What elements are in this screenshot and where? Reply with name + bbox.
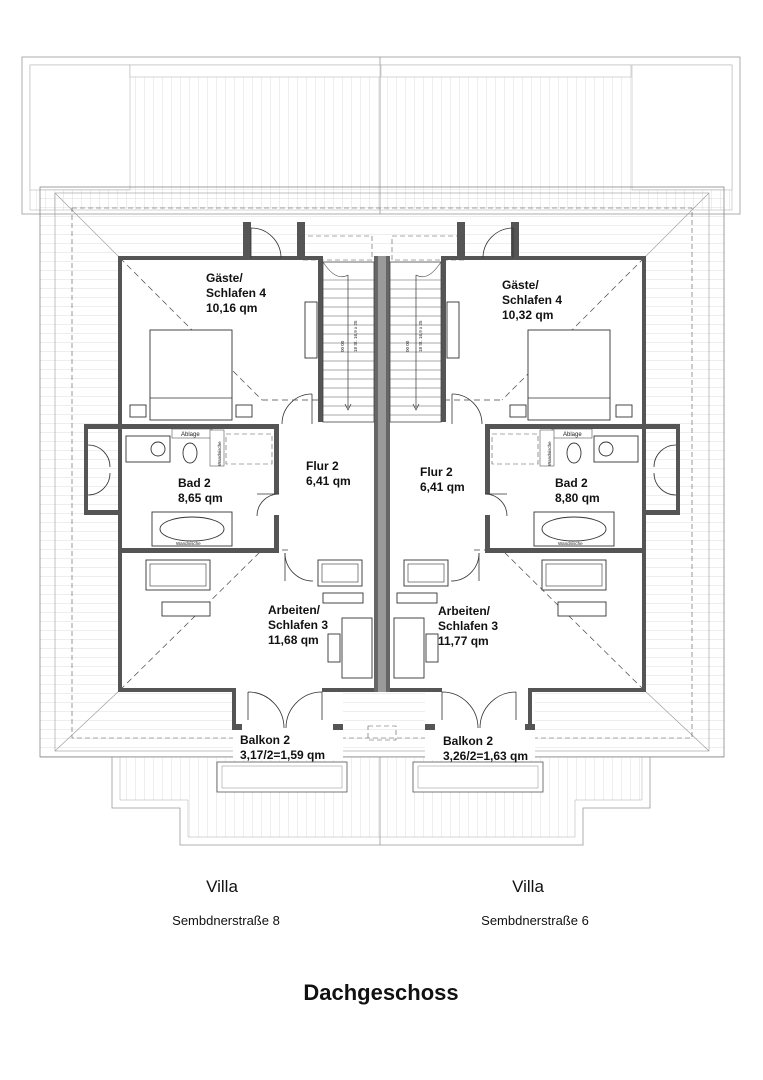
toilet-right (566, 442, 582, 464)
room-labels-right: Gäste/ Schlafen 4 10,32 qm Bad 2 8,80 qm… (420, 278, 600, 763)
right-house-name: Villa (512, 877, 544, 896)
ablage-left: Ablage (181, 432, 200, 438)
flur-left-area: 6,41 qm (306, 474, 351, 488)
stair-right-label: 18 St. 16,9 x 25 (418, 320, 423, 352)
gaeste-left-name1: Gäste/ (206, 271, 243, 285)
flur-right-name: Flur 2 (420, 465, 453, 479)
bed-left (149, 329, 233, 421)
page-title: Dachgeschoss (303, 980, 458, 1005)
stair-right-sub: 00 00 (405, 340, 410, 352)
arbeiten-left-name2: Schlafen 3 (268, 618, 328, 632)
walls (84, 222, 680, 730)
bad-right-area: 8,80 qm (555, 491, 600, 505)
arbeiten-left-name1: Arbeiten/ (268, 603, 321, 617)
gaeste-right-area: 10,32 qm (502, 308, 553, 322)
arbeiten-right-name2: Schlafen 3 (438, 619, 498, 633)
bad-left-area: 8,65 qm (178, 491, 223, 505)
flur-right-area: 6,41 qm (420, 480, 465, 494)
furniture-left: Ablage Wandnische Wandnische (125, 301, 373, 679)
gaeste-right-name2: Schlafen 4 (502, 293, 562, 307)
balkon-right-area: 3,26/2=1,63 qm (443, 749, 528, 763)
svg-text:Wandnische: Wandnische (547, 441, 552, 466)
stair-left-sub: 00 00 (340, 340, 345, 352)
room-labels-left: Gäste/ Schlafen 4 10,16 qm Bad 2 8,65 qm… (178, 271, 351, 762)
doors (87, 227, 677, 729)
right-house-address: Sembdnerstraße 6 (481, 913, 589, 928)
gaeste-left-area: 10,16 qm (206, 301, 257, 315)
captions: Villa Sembdnerstraße 8 Villa Sembdnerstr… (172, 877, 589, 1005)
flur-left-name: Flur 2 (306, 459, 339, 473)
gaeste-left-name2: Schlafen 4 (206, 286, 266, 300)
arbeiten-right-area: 11,77 qm (438, 634, 489, 648)
svg-text:Wandnische: Wandnische (558, 541, 583, 546)
staircase-left: 18 St. 16,9 x 25 00 00 (322, 261, 375, 423)
arbeiten-right-name1: Arbeiten/ (438, 604, 491, 618)
stair-left-label: 18 St. 16,9 x 25 (353, 320, 358, 352)
arbeiten-left-area: 11,68 qm (268, 633, 319, 647)
balkon-right-name: Balkon 2 (443, 734, 493, 748)
bad-right-name: Bad 2 (555, 476, 588, 490)
ablage-right: Ablage (563, 432, 582, 438)
left-house-address: Sembdnerstraße 8 (172, 913, 280, 928)
bed-right (527, 329, 611, 421)
staircase-right: 18 St. 16,9 x 25 00 00 (389, 261, 442, 423)
balkon-left-name: Balkon 2 (240, 733, 290, 747)
svg-text:Wandnische: Wandnische (217, 441, 222, 466)
balkon-left-area: 3,17/2=1,59 qm (240, 748, 325, 762)
balconies (216, 725, 544, 793)
gaeste-right-name1: Gäste/ (502, 278, 539, 292)
svg-text:Wandnische: Wandnische (176, 541, 201, 546)
left-house-name: Villa (206, 877, 238, 896)
furniture-right: Ablage Wandnische Wandnische (393, 301, 639, 679)
bad-left-name: Bad 2 (178, 476, 211, 490)
toilet-left (182, 442, 198, 464)
